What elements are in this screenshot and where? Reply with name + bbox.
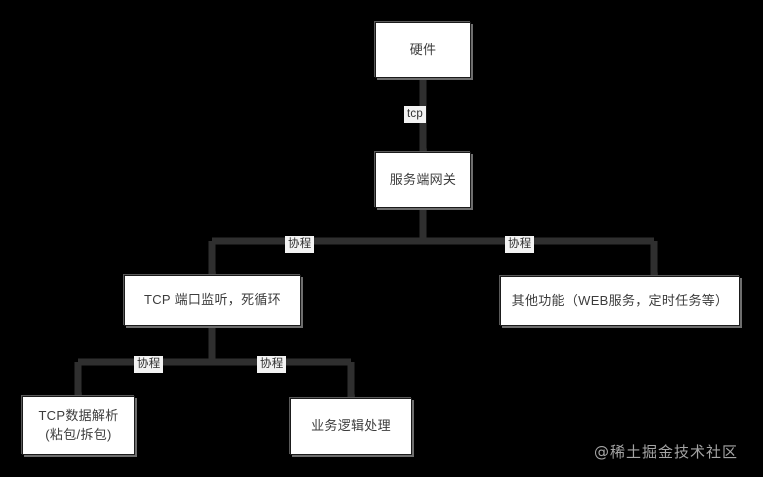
edge-label-coroutine-tcp-listen: 协程 <box>285 236 315 253</box>
node-hardware[interactable]: 硬件 <box>375 22 471 78</box>
node-business-logic[interactable]: 业务逻辑处理 <box>290 398 412 455</box>
node-server-gateway[interactable]: 服务端网关 <box>375 152 471 208</box>
edge-tcp-listen-branch-bus <box>78 326 351 366</box>
watermark: @稀土掘金技术社区 <box>594 443 739 461</box>
edge-label-coroutine-tcp-parse: 协程 <box>134 356 164 373</box>
node-tcp-listen[interactable]: TCP 端口监听，死循环 <box>124 275 301 326</box>
edge-label-tcp: tcp <box>404 106 426 123</box>
node-other-features[interactable]: 其他功能（WEB服务，定时任务等） <box>500 276 740 326</box>
edge-label-coroutine-other-features: 协程 <box>505 236 535 253</box>
edge-label-coroutine-business-logic: 协程 <box>257 356 287 373</box>
edge-gateway-branch-bus <box>212 208 654 245</box>
node-tcp-parse[interactable]: TCP数据解析 (粘包/拆包) <box>22 396 135 455</box>
